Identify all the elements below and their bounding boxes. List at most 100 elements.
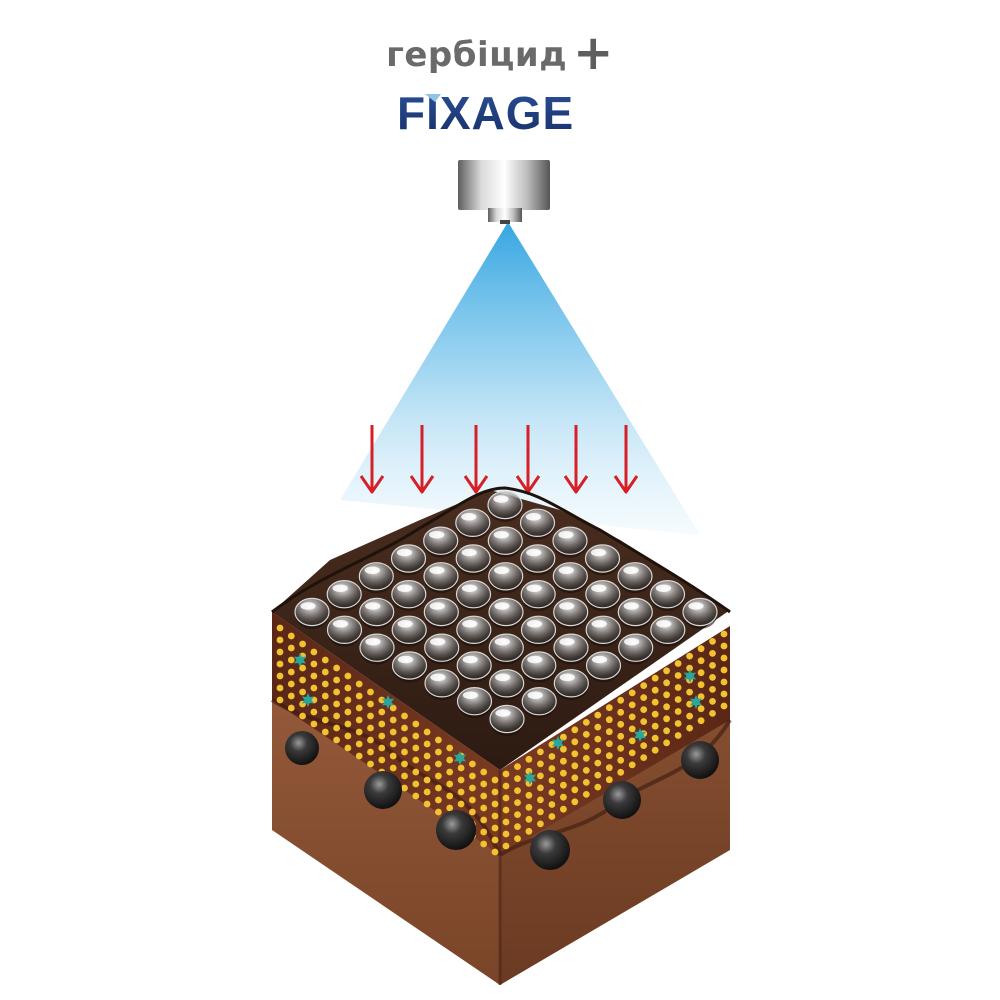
yellow-bead [582,779,590,786]
yellow-bead [537,808,544,816]
yellow-bead [571,774,579,782]
yellow-bead [378,720,386,728]
yellow-bead [355,680,363,688]
yellow-bead [663,739,670,747]
yellow-bead [367,736,374,744]
herbicide-particle-icon [293,653,307,667]
yellow-bead [401,772,408,780]
yellow-bead [617,732,625,740]
yellow-bead [491,812,499,820]
yellow-bead [548,765,556,772]
yellow-bead [321,656,329,664]
yellow-bead [287,644,295,652]
yellow-bead [367,700,374,708]
yellow-bead [333,676,340,684]
yellow-bead [344,708,352,716]
yellow-bead [457,800,465,808]
yellow-bead [299,712,306,720]
yellow-bead [628,761,636,769]
yellow-bead [674,732,682,739]
yellow-bead [709,638,716,645]
herbicide-particle-icon [683,669,697,683]
water-droplet [326,580,362,612]
water-droplet [489,704,525,736]
black-granule [364,771,402,809]
yellow-bead [389,764,397,772]
yellow-bead [548,777,556,784]
yellow-bead [287,632,295,640]
yellow-bead [514,835,521,842]
yellow-bead [423,776,431,784]
brand-logo-row: FIXAGE [0,82,1000,152]
yellow-bead [367,748,374,756]
water-droplet [488,562,524,594]
herbicide-particles [293,653,703,785]
yellow-bead [401,748,408,756]
water-droplet [456,687,493,719]
yellow-bead [491,776,499,784]
yellow-bead [537,796,544,804]
yellow-bead [412,732,420,740]
yellow-bead [412,744,420,752]
water-droplet [520,544,556,576]
yellow-bead [321,716,329,724]
yellow-bead [389,728,397,736]
water-droplet [521,651,557,683]
yellow-bead [537,820,544,828]
yellow-bead [446,804,454,812]
yellow-bead [491,788,499,796]
yellow-bead [480,828,488,836]
yellow-bead [548,789,556,796]
yellow-bead [594,747,602,755]
yellow-bead [651,686,659,694]
spray-cone [340,222,700,535]
water-droplet [553,597,589,629]
yellow-bead [697,681,705,689]
yellow-bead [582,791,590,798]
yellow-bead [674,708,682,715]
yellow-bead [663,715,670,723]
yellow-bead [469,760,476,768]
yellow-bead [435,736,442,744]
water-droplet [455,508,491,540]
yellow-bead [560,745,567,753]
yellow-bead [571,738,579,746]
water-droplet [649,580,686,612]
yellow-bead [709,698,716,705]
yellow-bead [628,749,636,757]
yellow-bead [333,664,340,672]
yellow-bead [344,720,352,728]
water-droplet [585,580,621,612]
yellow-bead [571,726,579,734]
water-droplet [584,544,621,576]
yellow-bead [582,731,590,738]
yellow-bead [502,806,510,814]
yellow-bead [344,732,352,740]
yellow-bead [480,804,488,812]
herbicide-label: гербіцид [386,35,568,75]
yellow-bead [594,771,602,779]
water-droplet [487,526,523,558]
water-droplet [487,490,523,522]
yellow-bead [697,669,705,677]
soil-middle-left-face [272,612,500,855]
yellow-bead [435,748,442,756]
yellow-bead [502,818,510,826]
water-droplet [391,615,427,647]
yellow-bead [514,811,521,818]
yellow-bead [686,712,693,720]
yellow-bead [514,775,521,782]
yellow-bead [310,660,318,668]
yellow-bead [333,700,340,708]
yellow-bead [686,688,693,696]
black-granule [285,731,319,765]
yellow-bead [435,772,442,780]
yellow-bead [640,682,648,689]
yellow-bead [412,720,420,728]
yellow-bead [389,752,397,760]
yellow-bead [287,692,295,700]
yellow-bead [560,733,567,741]
yellow-bead [378,696,386,704]
yellow-bead [321,668,329,676]
